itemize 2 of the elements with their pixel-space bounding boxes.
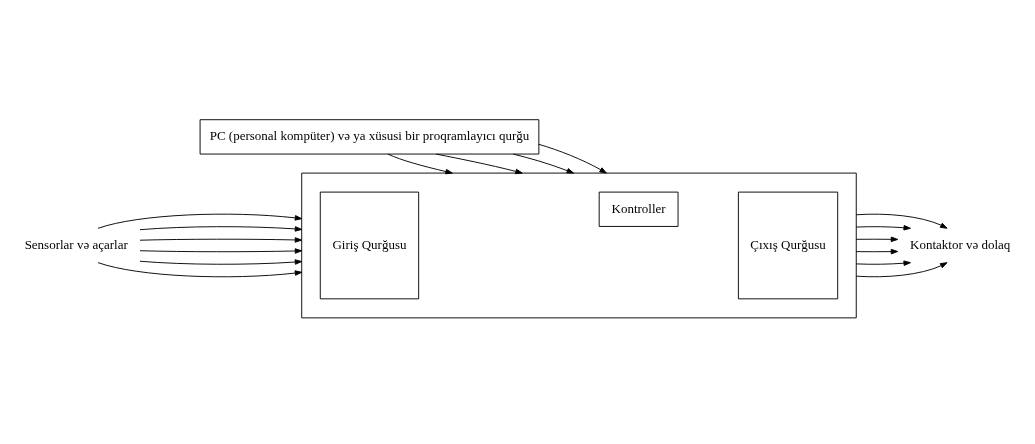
node-text: Kontaktor və dolaq	[910, 236, 1011, 252]
node-text: Sensorlar və açarlar	[24, 236, 128, 252]
